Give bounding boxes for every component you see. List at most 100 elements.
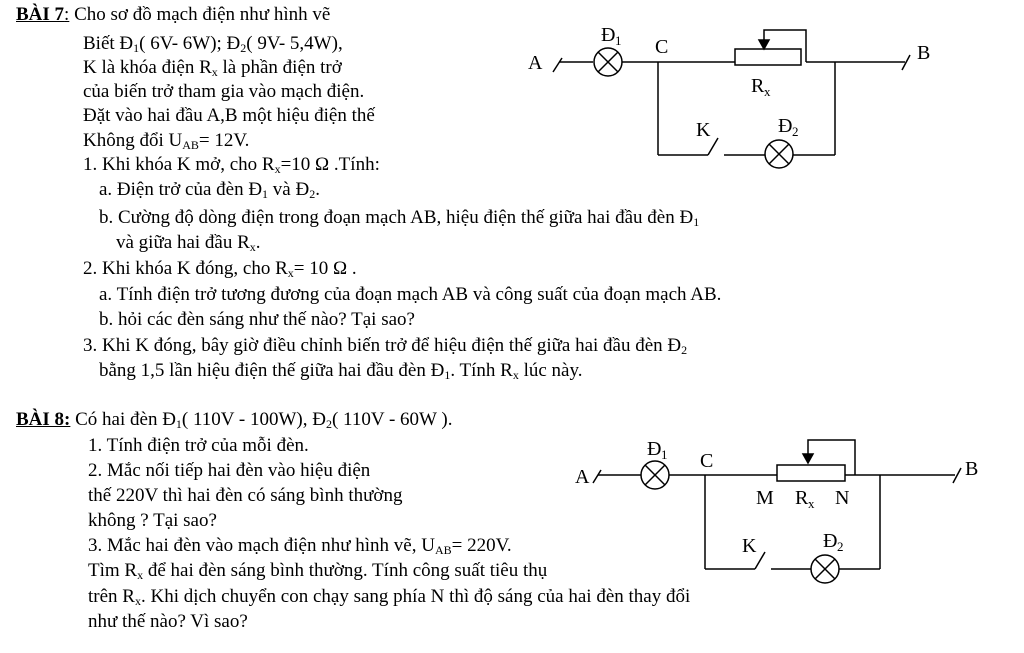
- bai7-q1b-cont: và giữa hai đầu Rx.: [116, 232, 261, 254]
- bai8-q3: 3. Mắc hai đèn vào mạch điện như hình vẽ…: [88, 535, 512, 557]
- lamp-cross: [644, 464, 666, 486]
- text: b. Cường độ dòng điện trong đoạn mạch AB…: [99, 207, 694, 228]
- terminal-b-label: B: [917, 42, 930, 64]
- sub: 1: [693, 215, 700, 229]
- switch-k-label: K: [742, 535, 757, 557]
- terminal-a-label: A: [575, 466, 590, 488]
- text: = 10 Ω .: [293, 258, 357, 279]
- text: trên R: [88, 586, 135, 607]
- text: Tìm R: [88, 560, 138, 581]
- rheostat-slider: [807, 439, 856, 475]
- bai7-q2a: a. Tính điện trở tương đương của đoạn mạ…: [99, 284, 722, 305]
- text: Có hai đèn Đ: [70, 409, 176, 430]
- rheostat-rx-label: R: [751, 75, 765, 97]
- sub: x: [249, 240, 256, 254]
- text: = 220V.: [451, 535, 512, 556]
- text: lúc này.: [518, 360, 583, 381]
- lamp-d1-sub: 1: [661, 447, 668, 462]
- bai7-given-3: của biến trở tham gia vào mạch điện.: [83, 81, 365, 102]
- bai7-q2: 2. Khi khóa K đóng, cho Rx= 10 Ω .: [83, 258, 357, 280]
- text: Biết Đ: [83, 33, 134, 54]
- sub: x: [512, 368, 519, 382]
- sub: 1: [444, 368, 451, 382]
- bai7-q3-cont: bằng 1,5 lần hiệu điện thế giữa hai đầu …: [99, 360, 582, 382]
- text: a. Điện trở của đèn Đ: [99, 179, 263, 200]
- text: .: [255, 232, 261, 253]
- sub: AB: [434, 543, 452, 557]
- text: bằng 1,5 lần hiệu điện thế giữa hai đầu …: [99, 360, 445, 381]
- text: =10 Ω .Tính:: [280, 154, 380, 175]
- lamp-d2-label: Đ: [778, 115, 792, 137]
- text: là phần điện trở: [217, 57, 342, 78]
- rheostat-rx-label: R: [795, 487, 809, 509]
- text: 1. Khi khóa K mở, cho R: [83, 154, 275, 175]
- rheostat-rx-sub: x: [764, 84, 771, 99]
- slider-arrow: [801, 453, 815, 465]
- bai8-q2: 2. Mắc nối tiếp hai đèn vào hiệu điện: [88, 460, 371, 481]
- switch-k-icon: [754, 551, 766, 570]
- sub: x: [134, 594, 141, 608]
- text: K là khóa điện R: [83, 57, 212, 78]
- lamp-d2-sub: 2: [837, 539, 844, 554]
- node-m-label: M: [756, 487, 774, 509]
- node-c-label: C: [700, 450, 713, 472]
- sub: 1: [133, 41, 140, 55]
- node-n-label: N: [835, 487, 849, 509]
- bai7-q1a: a. Điện trở của đèn Đ1 và Đ2.: [99, 179, 320, 201]
- sub: 2: [309, 187, 316, 201]
- sub: 1: [175, 417, 182, 431]
- bai7-title: Cho sơ đồ mạch điện như hình vẽ: [74, 4, 331, 25]
- text: để hai đèn sáng bình thường. Tính công s…: [143, 560, 548, 581]
- bai8-title-line: BÀI 8: Có hai đèn Đ1( 110V - 100W), Đ2( …: [16, 409, 452, 431]
- text: 3. Mắc hai đèn vào mạch điện như hình vẽ…: [88, 535, 435, 556]
- sub: AB: [182, 138, 199, 152]
- bai8-q1: 1. Tính điện trở của mỗi đèn.: [88, 435, 309, 456]
- lamp-d1-label: Đ: [601, 24, 615, 46]
- bai7-title-line: BÀI 7: Cho sơ đồ mạch điện như hình vẽ: [16, 4, 330, 26]
- terminal-b-mark: [901, 54, 911, 71]
- bai8-q3-cont3: như thế nào? Vì sao?: [88, 611, 248, 632]
- text: và Đ: [268, 179, 310, 200]
- sub: 1: [262, 187, 269, 201]
- bai7-given-2: K là khóa điện Rx là phần điện trở: [83, 57, 342, 79]
- terminal-b-label: B: [965, 458, 978, 480]
- lamp-d2-sub: 2: [792, 124, 799, 139]
- text: ( 110V - 100W), Đ: [181, 409, 326, 430]
- bai7-label: BÀI 7: [16, 4, 65, 25]
- bai8-q3-cont: Tìm Rx để hai đèn sáng bình thường. Tính…: [88, 560, 547, 582]
- text: . Khi dịch chuyển con chạy sang phía N t…: [140, 586, 691, 607]
- lamp-d2-icon: [764, 139, 794, 169]
- terminal-a-mark: [552, 57, 563, 73]
- rheostat-rx-icon: [734, 48, 802, 66]
- bai8-q3-cont2: trên Rx. Khi dịch chuyển con chạy sang p…: [88, 586, 690, 608]
- bai7-q1: 1. Khi khóa K mở, cho Rx=10 Ω .Tính:: [83, 154, 380, 176]
- text: = 12V.: [198, 130, 250, 151]
- switch-k-label: K: [696, 119, 711, 141]
- lamp-d1-label: Đ: [647, 438, 661, 460]
- text: ( 6V- 6W); Đ: [139, 33, 241, 54]
- text: ( 110V - 60W ).: [331, 409, 453, 430]
- rheostat-rx-icon: [776, 464, 846, 482]
- sub: x: [274, 162, 281, 176]
- terminal-a-mark: [592, 469, 602, 484]
- bai7-given-4: Đặt vào hai đầu A,B một hiệu điện thế: [83, 105, 375, 126]
- lamp-cross: [597, 51, 619, 73]
- text: 2. Khi khóa K đóng, cho R: [83, 258, 288, 279]
- sub: x: [137, 568, 144, 582]
- bai7-q2b: b. hỏi các đèn sáng như thế nào? Tại sao…: [99, 309, 415, 330]
- bai8-q2-cont2: không ? Tại sao?: [88, 510, 217, 531]
- bai7-given-5: Không đổi UAB= 12V.: [83, 130, 249, 152]
- text: . Tính R: [450, 360, 513, 381]
- text: .: [315, 179, 320, 200]
- sub: 2: [681, 343, 688, 357]
- terminal-a-label: A: [528, 52, 543, 74]
- sub: x: [287, 266, 294, 280]
- text: 3. Khi K đóng, bây giờ điều chỉnh biến t…: [83, 335, 682, 356]
- bai7-q3: 3. Khi K đóng, bây giờ điều chỉnh biến t…: [83, 335, 687, 357]
- text: và giữa hai đầu R: [116, 232, 250, 253]
- lamp-cross: [814, 558, 836, 580]
- bai7-q1b: b. Cường độ dòng điện trong đoạn mạch AB…: [99, 207, 699, 229]
- node-c-label: C: [655, 36, 668, 58]
